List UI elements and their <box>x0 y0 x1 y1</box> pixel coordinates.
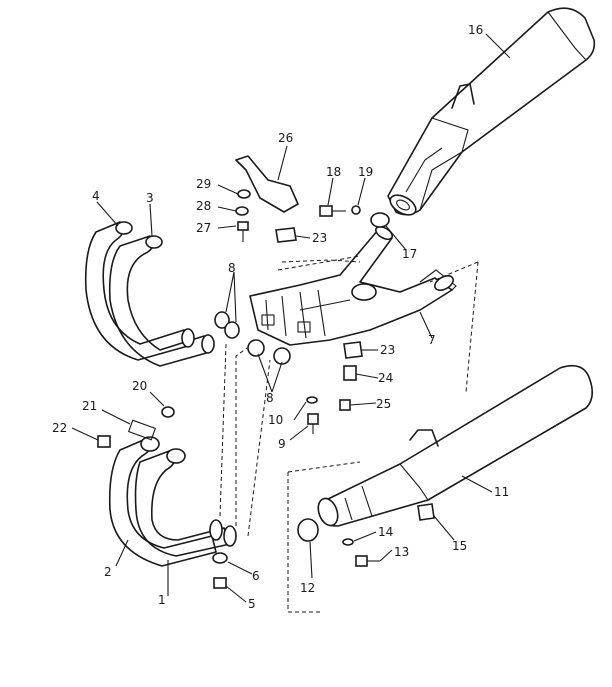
callout-8-lower: 8 <box>266 391 274 405</box>
callout-13: 13 <box>394 545 409 559</box>
header-connection-lines <box>219 343 271 537</box>
callout-1: 1 <box>158 593 166 607</box>
callout-9: 9 <box>278 437 286 451</box>
callout-17: 17 <box>402 247 417 261</box>
callout-3: 3 <box>146 191 154 205</box>
callout-27: 27 <box>196 221 211 235</box>
callout-22: 22 <box>52 421 67 435</box>
callout-23-upper: 23 <box>312 231 327 245</box>
callout-8-upper: 8 <box>228 261 236 275</box>
callout-7: 7 <box>428 333 436 347</box>
callout-14: 14 <box>378 525 393 539</box>
hardware-parts <box>97 155 435 589</box>
callout-11: 11 <box>494 485 509 499</box>
callout-6: 6 <box>252 569 260 583</box>
callout-24: 24 <box>378 371 393 385</box>
leader-lines <box>71 33 511 603</box>
callout-29: 29 <box>196 177 211 191</box>
callout-15: 15 <box>452 539 467 553</box>
callout-20: 20 <box>132 379 147 393</box>
callout-18: 18 <box>326 165 341 179</box>
upper-muffler <box>387 7 596 216</box>
callout-4: 4 <box>92 189 100 203</box>
callout-25: 25 <box>376 397 391 411</box>
collector-pipe <box>249 225 457 346</box>
lower-muffler <box>317 364 594 527</box>
callout-5: 5 <box>248 597 256 611</box>
callout-16: 16 <box>468 23 483 37</box>
callout-12: 12 <box>300 581 315 595</box>
callout-10: 10 <box>268 413 283 427</box>
callout-21: 21 <box>82 399 97 413</box>
callout-2: 2 <box>104 565 112 579</box>
upper-header-pipes <box>84 221 215 367</box>
callout-23-lower: 23 <box>380 343 395 357</box>
callout-28: 28 <box>196 199 211 213</box>
callout-19: 19 <box>358 165 373 179</box>
lower-header-pipes <box>108 419 237 567</box>
callout-numbers: 16 26 29 28 27 18 19 17 23 4 3 8 7 23 8 … <box>52 23 509 611</box>
assembly-dashed-outline <box>277 255 479 613</box>
callout-26: 26 <box>278 131 293 145</box>
